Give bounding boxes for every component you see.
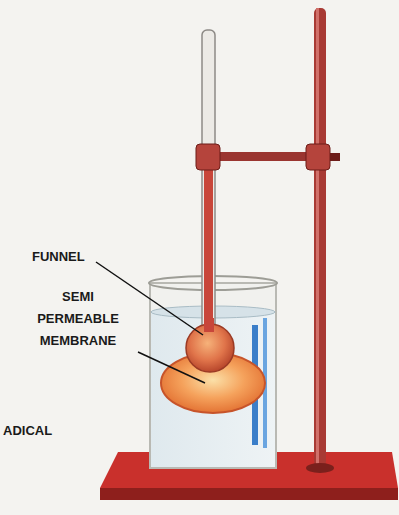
tube-neck xyxy=(204,318,214,332)
stand-rod xyxy=(314,8,326,466)
clamp-jaw xyxy=(196,144,220,170)
part-label: SEMI PERMEABLE MEMBRANE xyxy=(22,286,134,352)
part-label: FUNNEL xyxy=(32,246,102,268)
part-label: ADICAL xyxy=(3,420,73,442)
tube-liquid xyxy=(204,150,213,330)
funnel-tube xyxy=(202,30,215,330)
beaker-water xyxy=(151,312,275,467)
leader-line xyxy=(138,352,205,383)
clamp-arm xyxy=(210,152,318,161)
stand-base-edge xyxy=(100,488,398,500)
clamp-screw xyxy=(330,153,340,161)
rod-foot xyxy=(306,463,334,473)
rod-highlight xyxy=(316,8,319,466)
clamp-boss xyxy=(306,144,330,170)
